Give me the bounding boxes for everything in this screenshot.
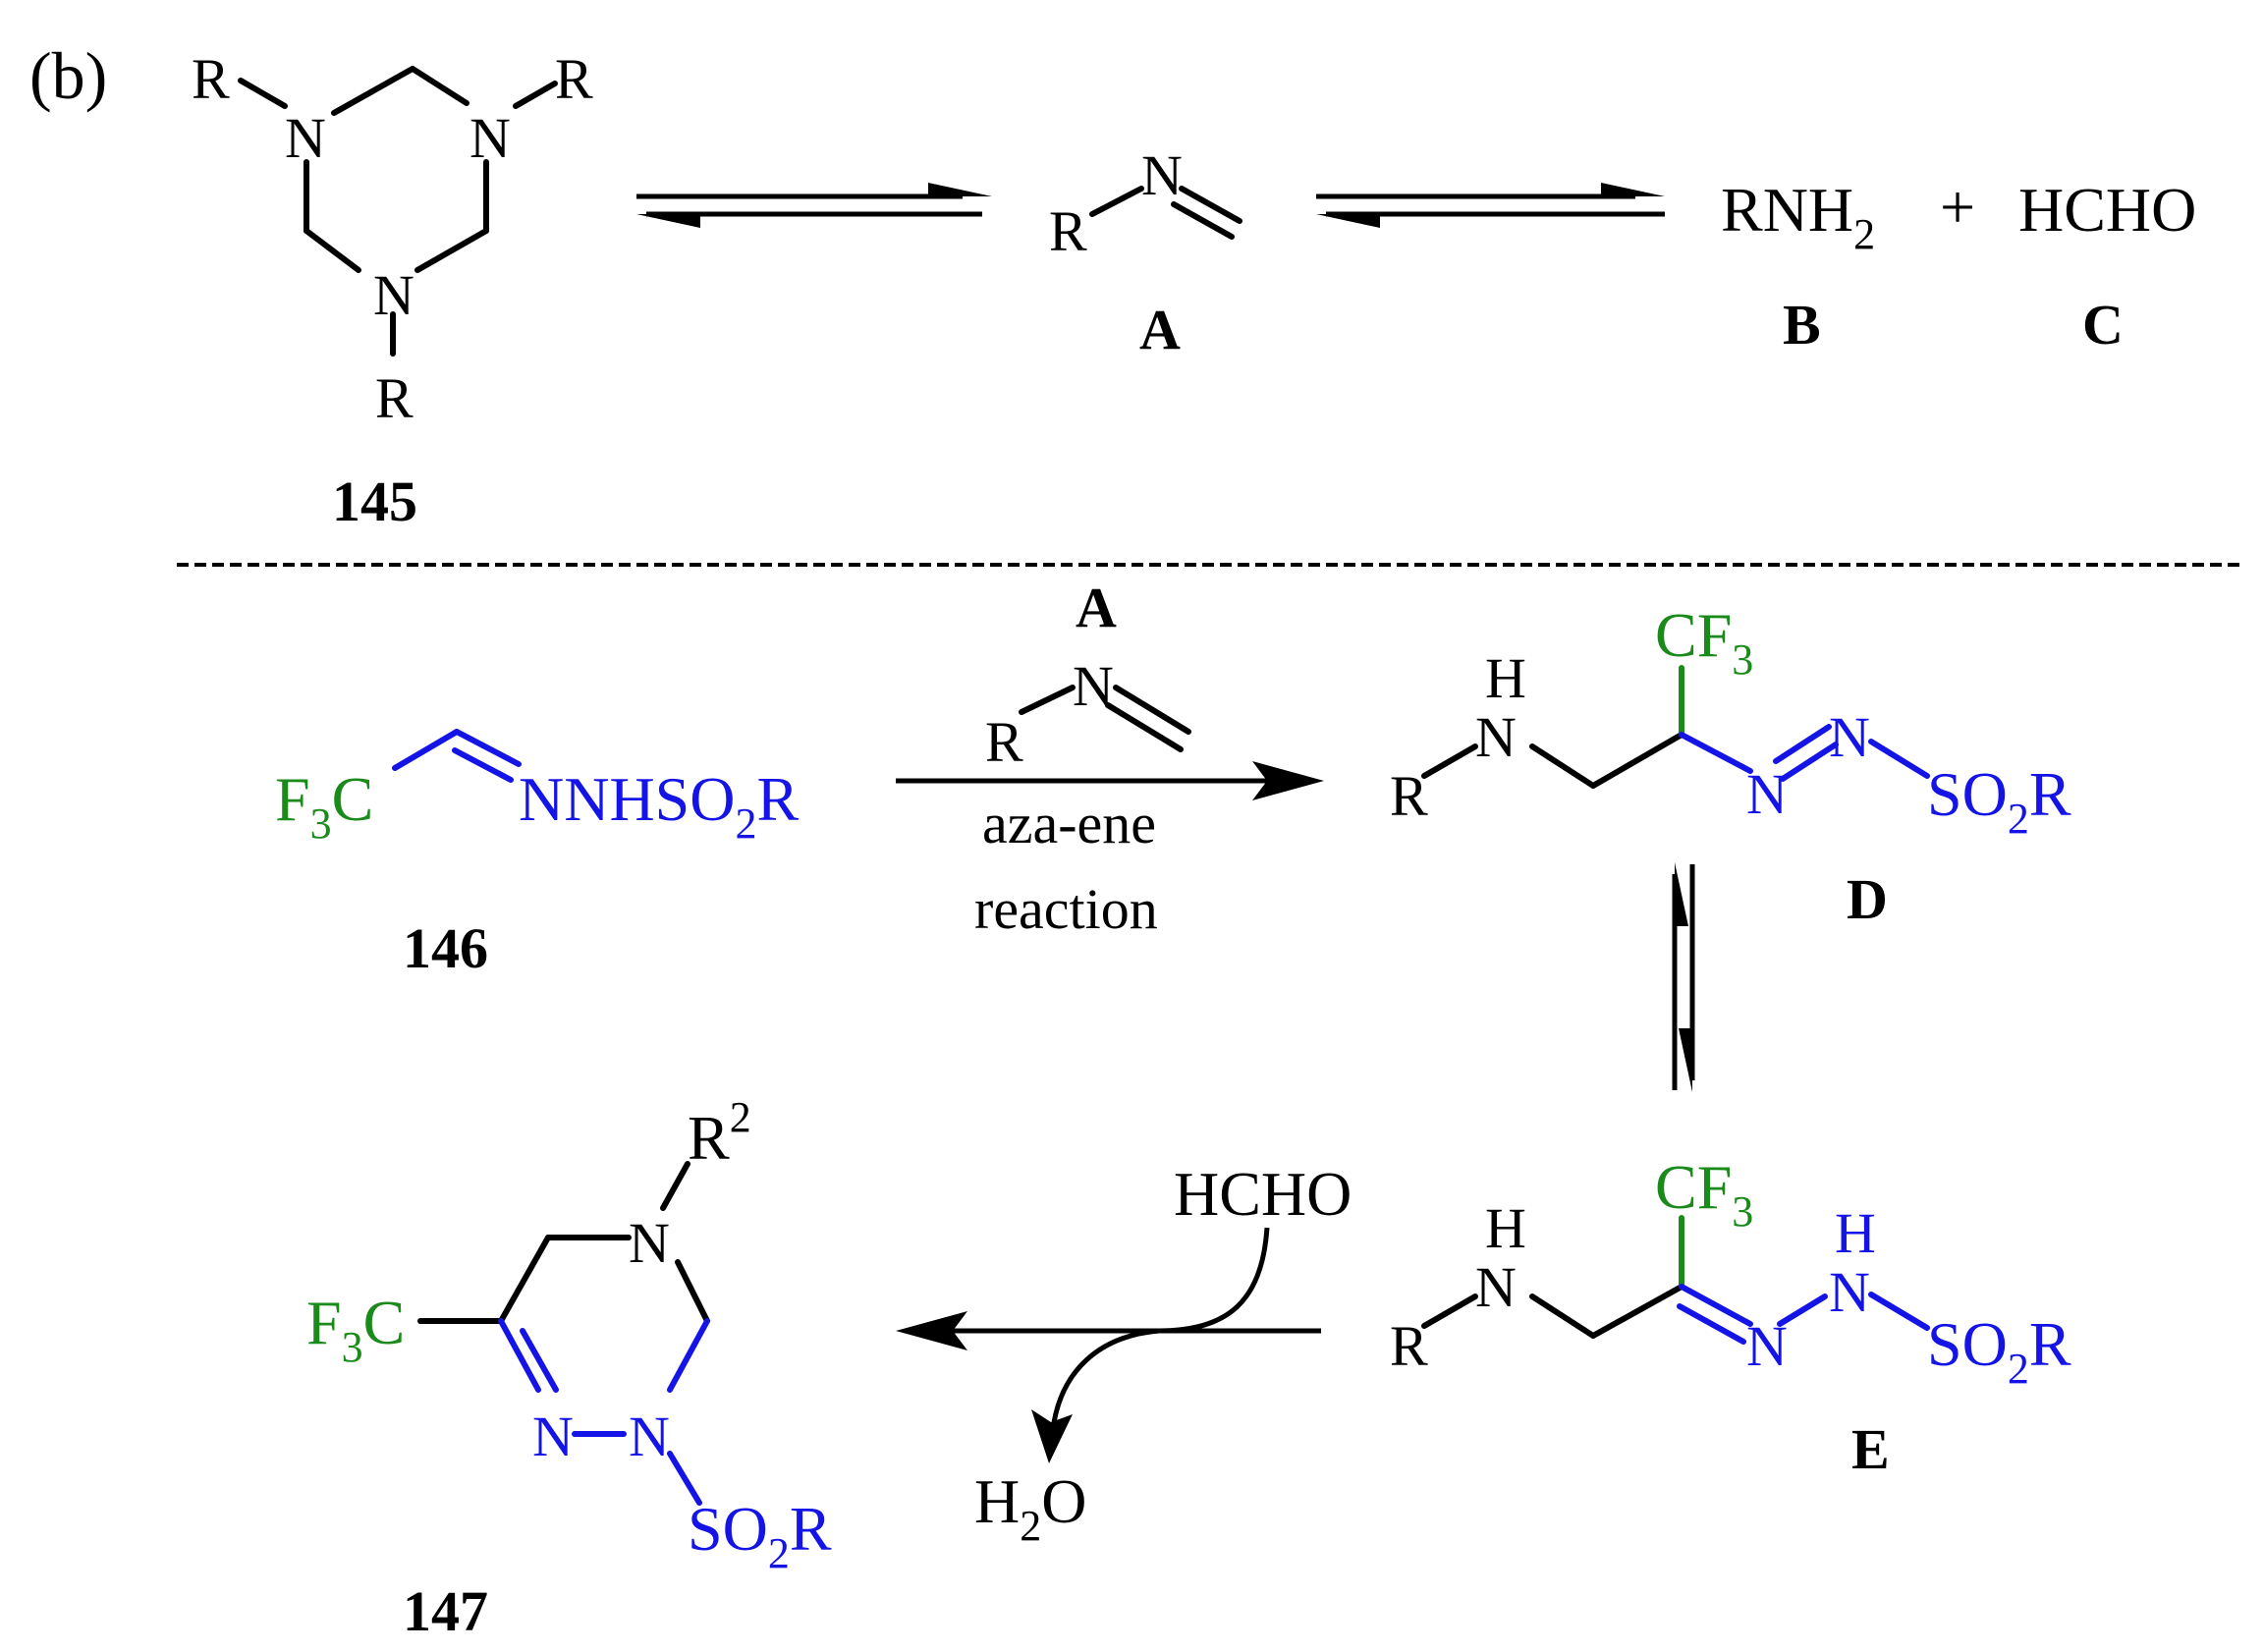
hcho-incoming-curve <box>1158 1227 1270 1334</box>
intermediate-e-so2r: SO2R <box>1927 1309 2071 1393</box>
compound-label-c: C <box>2082 293 2124 357</box>
formaldehyde-c-formula: HCHO <box>2018 175 2196 245</box>
atom-r: R <box>555 47 593 111</box>
compound-label-146: 146 <box>403 916 488 980</box>
atom-n: N <box>285 106 326 170</box>
atom-n: N <box>629 1404 670 1468</box>
compound-146-hydrazone: NNHSO2R <box>519 764 799 848</box>
compound-label-b: B <box>1783 293 1821 357</box>
atom-r: R <box>1390 1314 1428 1378</box>
compound-label-d: D <box>1847 867 1888 931</box>
atom-r: R <box>1049 199 1087 263</box>
intermediate-d-blue-bonds <box>1679 724 1930 782</box>
imine-a-atoms: N R <box>1049 143 1183 263</box>
atom-n: N <box>1746 762 1788 826</box>
intermediate-e-black-bonds <box>1421 1284 1684 1339</box>
reagent-imine-atoms: N R <box>985 654 1114 774</box>
atom-n: N <box>1746 1314 1788 1378</box>
product-147-blue-bonds <box>498 1318 710 1506</box>
intermediate-d-black-bonds <box>1421 732 1684 789</box>
atom-h: H <box>1485 646 1526 710</box>
product-147-atoms: N N N <box>532 1211 670 1468</box>
compound-146-bonds <box>392 729 522 783</box>
product-147-so2r: SO2R <box>688 1494 832 1577</box>
equilibrium-arrow-1 <box>636 183 992 228</box>
atom-n: N <box>1141 143 1183 207</box>
compound-label-147: 147 <box>403 1579 488 1643</box>
atom-n: N <box>1829 1260 1870 1324</box>
atom-n: N <box>1475 705 1517 769</box>
intermediate-d-so2r: SO2R <box>1927 759 2071 843</box>
atom-h: H <box>1485 1196 1526 1260</box>
atom-n: N <box>469 106 511 170</box>
equilibrium-arrow-2 <box>1316 183 1665 228</box>
reagent-label-a: A <box>1076 576 1117 639</box>
water-outgoing-curve <box>1050 1328 1160 1430</box>
atom-r: R <box>985 710 1023 774</box>
amine-b-formula: RNH2 <box>1721 175 1875 258</box>
atom-r: R <box>192 47 230 111</box>
atom-r: R <box>375 366 414 430</box>
compound-145-structure <box>238 66 558 357</box>
atom-r: R <box>1390 764 1428 828</box>
atom-n: N <box>629 1211 670 1275</box>
atom-n: N <box>1475 1255 1517 1319</box>
compound-145-atoms: R N N R N R <box>192 47 593 430</box>
reagent-imine-structure <box>1019 685 1191 752</box>
reaction-arrow-cyclization <box>896 1311 1321 1350</box>
compound-label-a: A <box>1139 298 1181 361</box>
compound-label-e: E <box>1851 1417 1890 1481</box>
intermediate-e-blue-bonds <box>1677 1284 1930 1345</box>
reagent-condition-line2: reaction <box>974 877 1158 941</box>
atom-n: N <box>532 1404 574 1468</box>
product-147-r2: R2 <box>688 1093 751 1173</box>
product-147-cf3: F3C <box>306 1288 405 1371</box>
intermediate-e-atoms: H N R N H N <box>1390 1196 1876 1378</box>
plus-sign: + <box>1940 172 1975 242</box>
product-147-black-bonds <box>417 1161 710 1324</box>
panel-label: (b) <box>29 38 107 113</box>
reagent-condition-line1: aza-ene <box>982 792 1156 855</box>
atom-n: N <box>1829 705 1870 769</box>
imine-a-structure <box>1089 186 1242 240</box>
equilibrium-arrow-vertical <box>1672 862 1695 1092</box>
intermediate-d-atoms: H N R N N <box>1390 646 1870 828</box>
intermediate-e-cf3: CF3 <box>1655 1152 1753 1236</box>
water-arrowhead <box>1031 1409 1073 1463</box>
atom-n: N <box>373 263 414 327</box>
compound-label-145: 145 <box>332 469 417 533</box>
hcho-reagent: HCHO <box>1174 1159 1352 1229</box>
atom-n: N <box>1073 654 1114 718</box>
reaction-arrow-aza-ene <box>896 761 1324 800</box>
intermediate-d-cf3: CF3 <box>1655 600 1753 684</box>
atom-h: H <box>1835 1201 1876 1265</box>
compound-146-formula: F3C <box>275 764 373 848</box>
water-byproduct: H2O <box>974 1466 1086 1550</box>
